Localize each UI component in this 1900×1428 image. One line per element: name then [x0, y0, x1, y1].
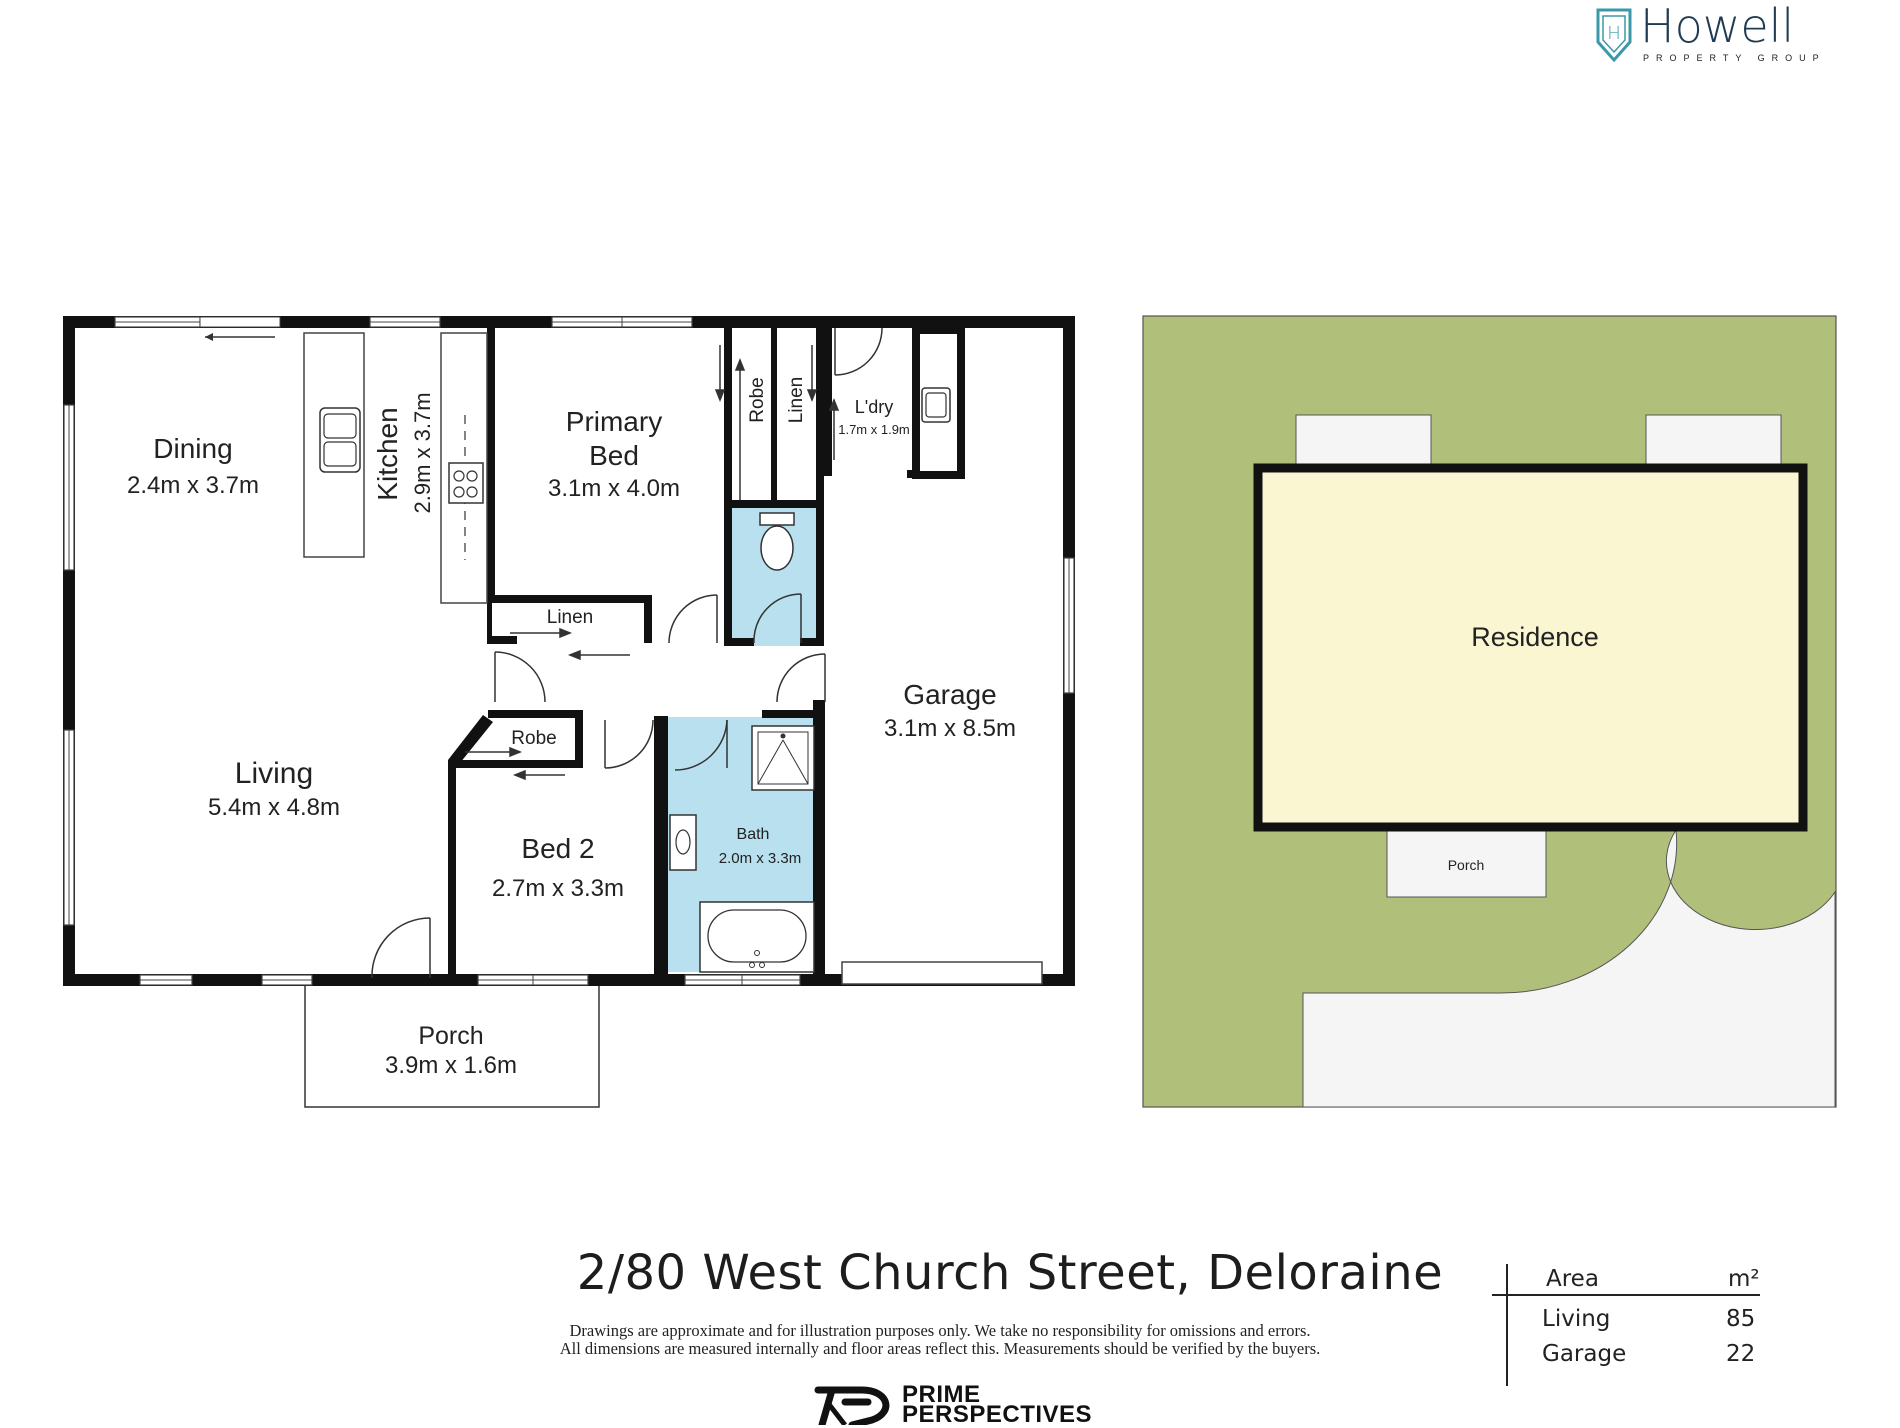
robe-slider-bed2	[465, 746, 565, 781]
door-bath	[674, 719, 728, 771]
sliding-door-dining	[199, 316, 281, 341]
robe-slider-primary	[714, 345, 746, 500]
door-toilet	[753, 593, 802, 644]
area-header-label: Area	[1546, 1266, 1599, 1292]
garage-door	[841, 961, 1043, 985]
residence-footprint	[1253, 463, 1808, 832]
room-dims-dining: 2.4m x 3.7m	[127, 472, 259, 499]
room-label-dining: Dining	[153, 433, 232, 464]
area-row-label: Living	[1542, 1306, 1611, 1332]
bathtub-icon	[699, 901, 815, 973]
toilet-icon	[759, 512, 795, 571]
door-front	[371, 917, 431, 979]
credit-line-2: PERSPECTIVES	[902, 1401, 1093, 1428]
door-bed2	[604, 719, 654, 769]
area-row-label: Garage	[1542, 1341, 1627, 1367]
room-dims-porch: 3.9m x 1.6m	[385, 1052, 517, 1079]
prime-perspectives-wordmark: PRIME PERSPECTIVES	[902, 1381, 1093, 1428]
room-label-linen-upper: Linen	[786, 377, 807, 424]
room-labels: Dining 2.4m x 3.7m Kitchen 2.9m x 3.7m P…	[127, 377, 1016, 1079]
cooktop-icon	[448, 462, 484, 504]
room-label-laundry: L'dry	[855, 397, 893, 417]
room-label-porch: Porch	[418, 1022, 483, 1050]
room-label-bed2: Bed 2	[521, 833, 594, 864]
area-header-unit: m²	[1728, 1266, 1760, 1292]
site-bump-left	[1295, 414, 1432, 466]
disclaimer-line-1: Drawings are approximate and for illustr…	[569, 1321, 1311, 1340]
site-porch-area	[1386, 826, 1547, 898]
logo-background	[1540, 0, 1870, 98]
shield-icon: H	[1596, 8, 1632, 63]
room-label-robe-bed2: Robe	[511, 728, 556, 749]
door-garage	[776, 653, 826, 703]
linen-slider-hall	[510, 627, 630, 661]
room-label-primary-bed-line1: Primary	[566, 406, 662, 437]
room-label-garage: Garage	[903, 679, 996, 710]
site-porch-label: Porch	[1448, 857, 1485, 873]
prime-perspectives-logo-icon	[814, 1386, 890, 1425]
room-label-primary-bed-line2: Bed	[589, 440, 639, 471]
windows	[63, 316, 1075, 986]
room-label-kitchen: Kitchen	[372, 407, 403, 500]
room-dims-bath: 2.0m x 3.3m	[719, 850, 802, 867]
room-dims-primary-bed: 3.1m x 4.0m	[548, 475, 680, 502]
laundry-sink-icon	[921, 387, 951, 423]
door-swings	[371, 327, 883, 979]
room-label-living: Living	[235, 757, 313, 790]
area-table: Area m² Living 85 Garage 22	[1492, 1264, 1762, 1386]
disclaimer-line-2: All dimensions are measured internally a…	[559, 1339, 1321, 1358]
room-label-linen-hall: Linen	[547, 607, 594, 628]
room-label-robe-primary: Robe	[747, 377, 768, 422]
site-bump-right	[1645, 414, 1782, 466]
logo-monogram: H	[1607, 23, 1621, 44]
area-row-value: 85	[1726, 1306, 1756, 1332]
laundry-bench	[912, 326, 965, 479]
floor-plan: Dining 2.4m x 3.7m Kitchen 2.9m x 3.7m P…	[63, 316, 1075, 1108]
room-label-bath: Bath	[737, 826, 770, 843]
site-plan: Residence Porch	[1142, 315, 1837, 1108]
room-dims-living: 5.4m x 4.8m	[208, 794, 340, 821]
porch-area	[304, 982, 600, 1108]
brand-logo: H Howell PROPERTY GROUP	[1540, 0, 1870, 98]
disclaimer: Drawings are approximate and for illustr…	[500, 1322, 1380, 1358]
residence-label: Residence	[1471, 622, 1599, 652]
door-primary-bed	[668, 594, 718, 644]
linen-slider-upper	[806, 345, 840, 460]
room-dims-laundry: 1.7m x 1.9m	[838, 422, 910, 437]
logo-tagline: PROPERTY GROUP	[1643, 53, 1826, 63]
door-laundry-external	[834, 327, 883, 376]
sink-icon	[319, 407, 361, 473]
vanity-icon	[669, 814, 697, 871]
credit-line-1: PRIME	[902, 1381, 981, 1408]
logo-wordmark: Howell	[1640, 0, 1794, 53]
kitchen-bench	[303, 332, 488, 604]
door-living-hall	[494, 651, 546, 703]
driveway-area	[1302, 828, 1836, 1108]
room-dims-kitchen: 2.9m x 3.7m	[410, 392, 435, 513]
property-address: 2/80 West Church Street, Deloraine	[576, 1245, 1444, 1301]
room-dims-garage: 3.1m x 8.5m	[884, 715, 1016, 742]
room-dims-bed2: 2.7m x 3.3m	[492, 875, 624, 902]
area-table-divider	[1492, 1294, 1760, 1296]
shower-icon	[751, 725, 815, 791]
area-row-value: 22	[1726, 1341, 1756, 1367]
